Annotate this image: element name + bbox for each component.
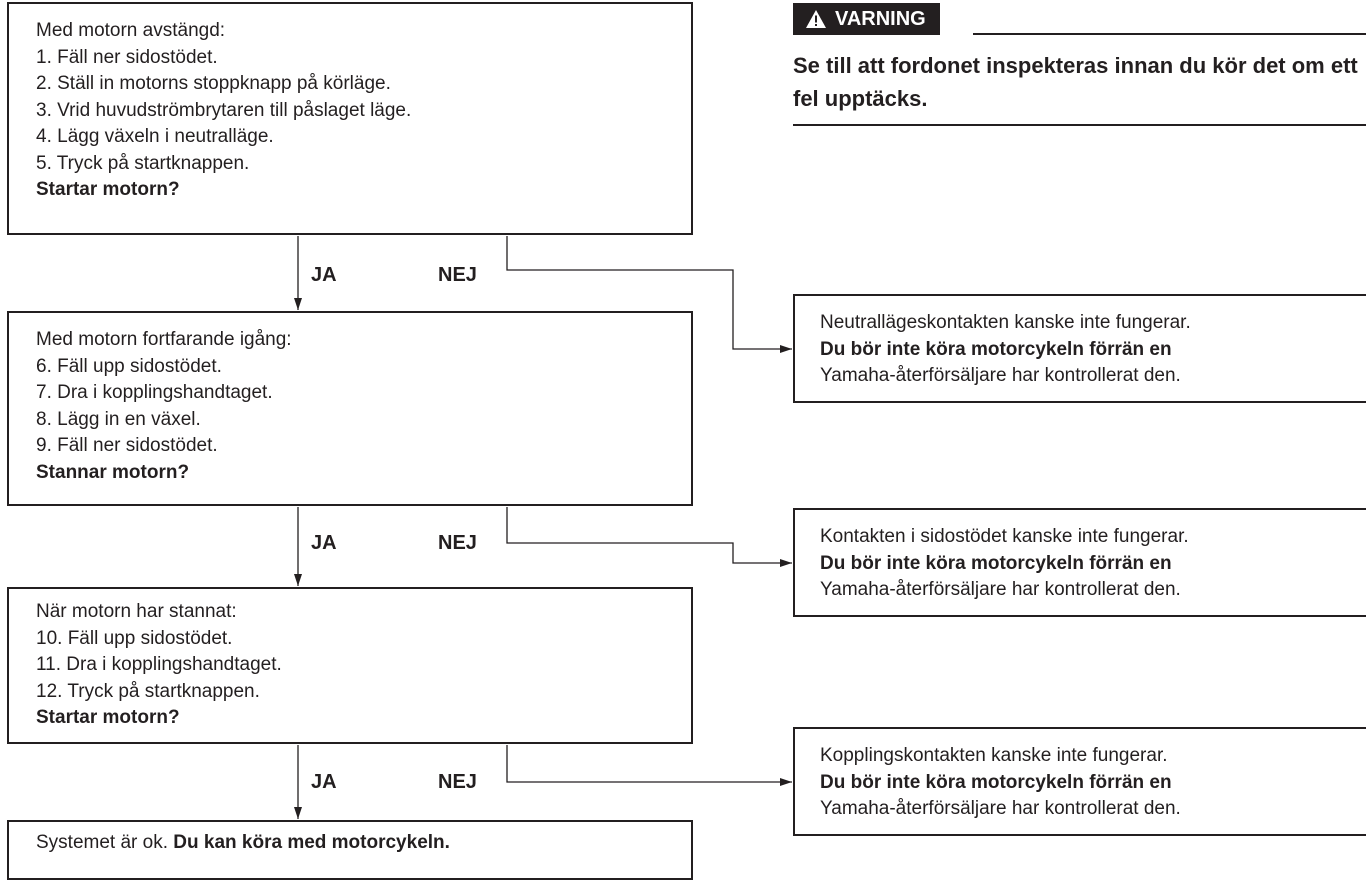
step-1-item-4: 4. Lägg växeln i neutralläge. (36, 126, 274, 147)
step-1-heading: Med motorn avstängd: (36, 20, 226, 41)
step-3-item-10: 10. Fäll upp sidostödet. (36, 627, 233, 649)
step-1-question: Startar motorn? (36, 179, 180, 200)
step-1-item-2: 2. Ställ in motorns stoppknapp på körläg… (36, 73, 391, 94)
step-box-3: När motorn har stannat: 10. Fäll upp sid… (7, 587, 693, 744)
step-3-heading: När motorn har stannat: (36, 601, 237, 622)
step-1-item-3: 3. Vrid huvudströmbrytaren till påslaget… (36, 99, 412, 121)
fault-3-dealer: Yamaha-återförsäljare har kontrollerat d… (820, 798, 1181, 819)
fault-3-advice: Du bör inte köra motorcykeln förrän en (820, 771, 1172, 793)
warning-label: VARNING (835, 7, 926, 30)
yes-label-2: JA (311, 532, 337, 554)
no-arrow-2 (506, 507, 792, 567)
fault-2-advice: Du bör inte köra motorcykeln förrän en (820, 552, 1172, 574)
result-text-normal: Systemet är ok. (36, 832, 174, 853)
step-3-item-11: 11. Dra i kopplingshandtaget. (36, 654, 282, 675)
fault-box-sidestand-switch: Kontakten i sidostödet kanske inte funge… (793, 508, 1366, 617)
warning-rule-top (973, 33, 1366, 35)
yes-label-3: JA (311, 771, 337, 793)
result-box: Systemet är ok. Du kan köra med motorcyk… (7, 820, 693, 880)
result-text: Systemet är ok. Du kan köra med motorcyk… (36, 830, 691, 857)
warning-tag: VARNING (793, 3, 940, 35)
fault-1-advice: Du bör inte köra motorcykeln förrän en (820, 338, 1172, 360)
step-2-heading: Med motorn fortfarande igång: (36, 329, 292, 350)
step-1-item-1: 1. Fäll ner sidostödet. (36, 46, 218, 68)
result-text-bold: Du kan köra med motorcykeln. (173, 832, 450, 853)
no-label-2: NEJ (438, 532, 477, 554)
warning-triangle-icon (806, 10, 826, 28)
step-1-item-5: 5. Tryck på startknappen. (36, 152, 250, 174)
no-label-1: NEJ (438, 264, 477, 286)
fault-1-dealer: Yamaha-återförsäljare har kontrollerat d… (820, 365, 1181, 386)
fault-3-description: Kopplingskontakten kanske inte fungerar. (820, 745, 1168, 766)
fault-1-description: Neutrallägeskontakten kanske inte funger… (820, 312, 1191, 333)
fault-box-neutral-switch: Neutrallägeskontakten kanske inte funger… (793, 294, 1366, 403)
step-2-item-7: 7. Dra i kopplingshandtaget. (36, 382, 273, 403)
step-box-2: Med motorn fortfarande igång: 6. Fäll up… (7, 311, 693, 506)
fault-box-clutch-switch: Kopplingskontakten kanske inte fungerar.… (793, 727, 1366, 836)
no-arrow-3 (506, 745, 792, 786)
step-3-item-12: 12. Tryck på startknappen. (36, 680, 260, 702)
step-2-item-6: 6. Fäll upp sidostödet. (36, 355, 222, 377)
no-label-3: NEJ (438, 771, 477, 793)
step-box-1: Med motorn avstängd: 1. Fäll ner sidostö… (7, 2, 693, 235)
warning-rule-bottom (793, 124, 1366, 126)
warning-text: Se till att fordonet inspekteras innan d… (793, 53, 1358, 111)
fault-2-dealer: Yamaha-återförsäljare har kontrollerat d… (820, 579, 1181, 600)
step-3-question: Startar motorn? (36, 707, 180, 728)
no-arrow-1 (506, 236, 792, 353)
step-2-item-9: 9. Fäll ner sidostödet. (36, 435, 218, 456)
step-2-item-8: 8. Lägg in en växel. (36, 408, 201, 430)
yes-label-1: JA (311, 264, 337, 286)
fault-2-description: Kontakten i sidostödet kanske inte funge… (820, 526, 1189, 547)
step-2-question: Stannar motorn? (36, 461, 190, 483)
